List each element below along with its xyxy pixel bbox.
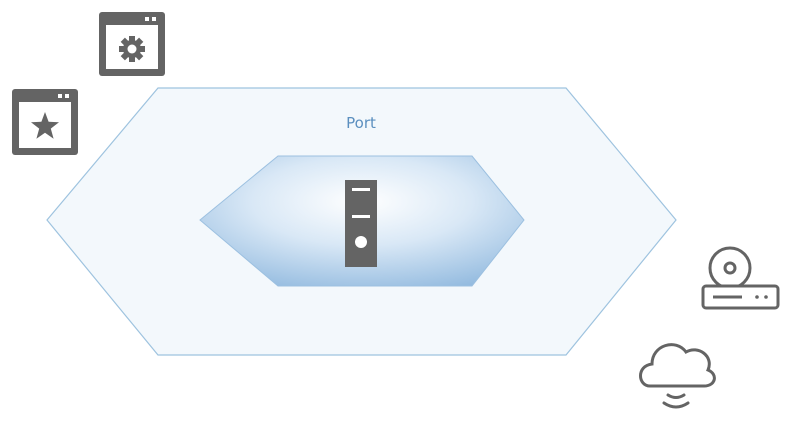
favorites-window-icon xyxy=(12,89,78,155)
server-icon xyxy=(345,180,377,267)
settings-window-icon xyxy=(99,12,165,76)
disc-drive-icon xyxy=(701,246,780,310)
port-label: Port xyxy=(346,114,376,132)
cloud-wireless-icon xyxy=(639,343,716,409)
